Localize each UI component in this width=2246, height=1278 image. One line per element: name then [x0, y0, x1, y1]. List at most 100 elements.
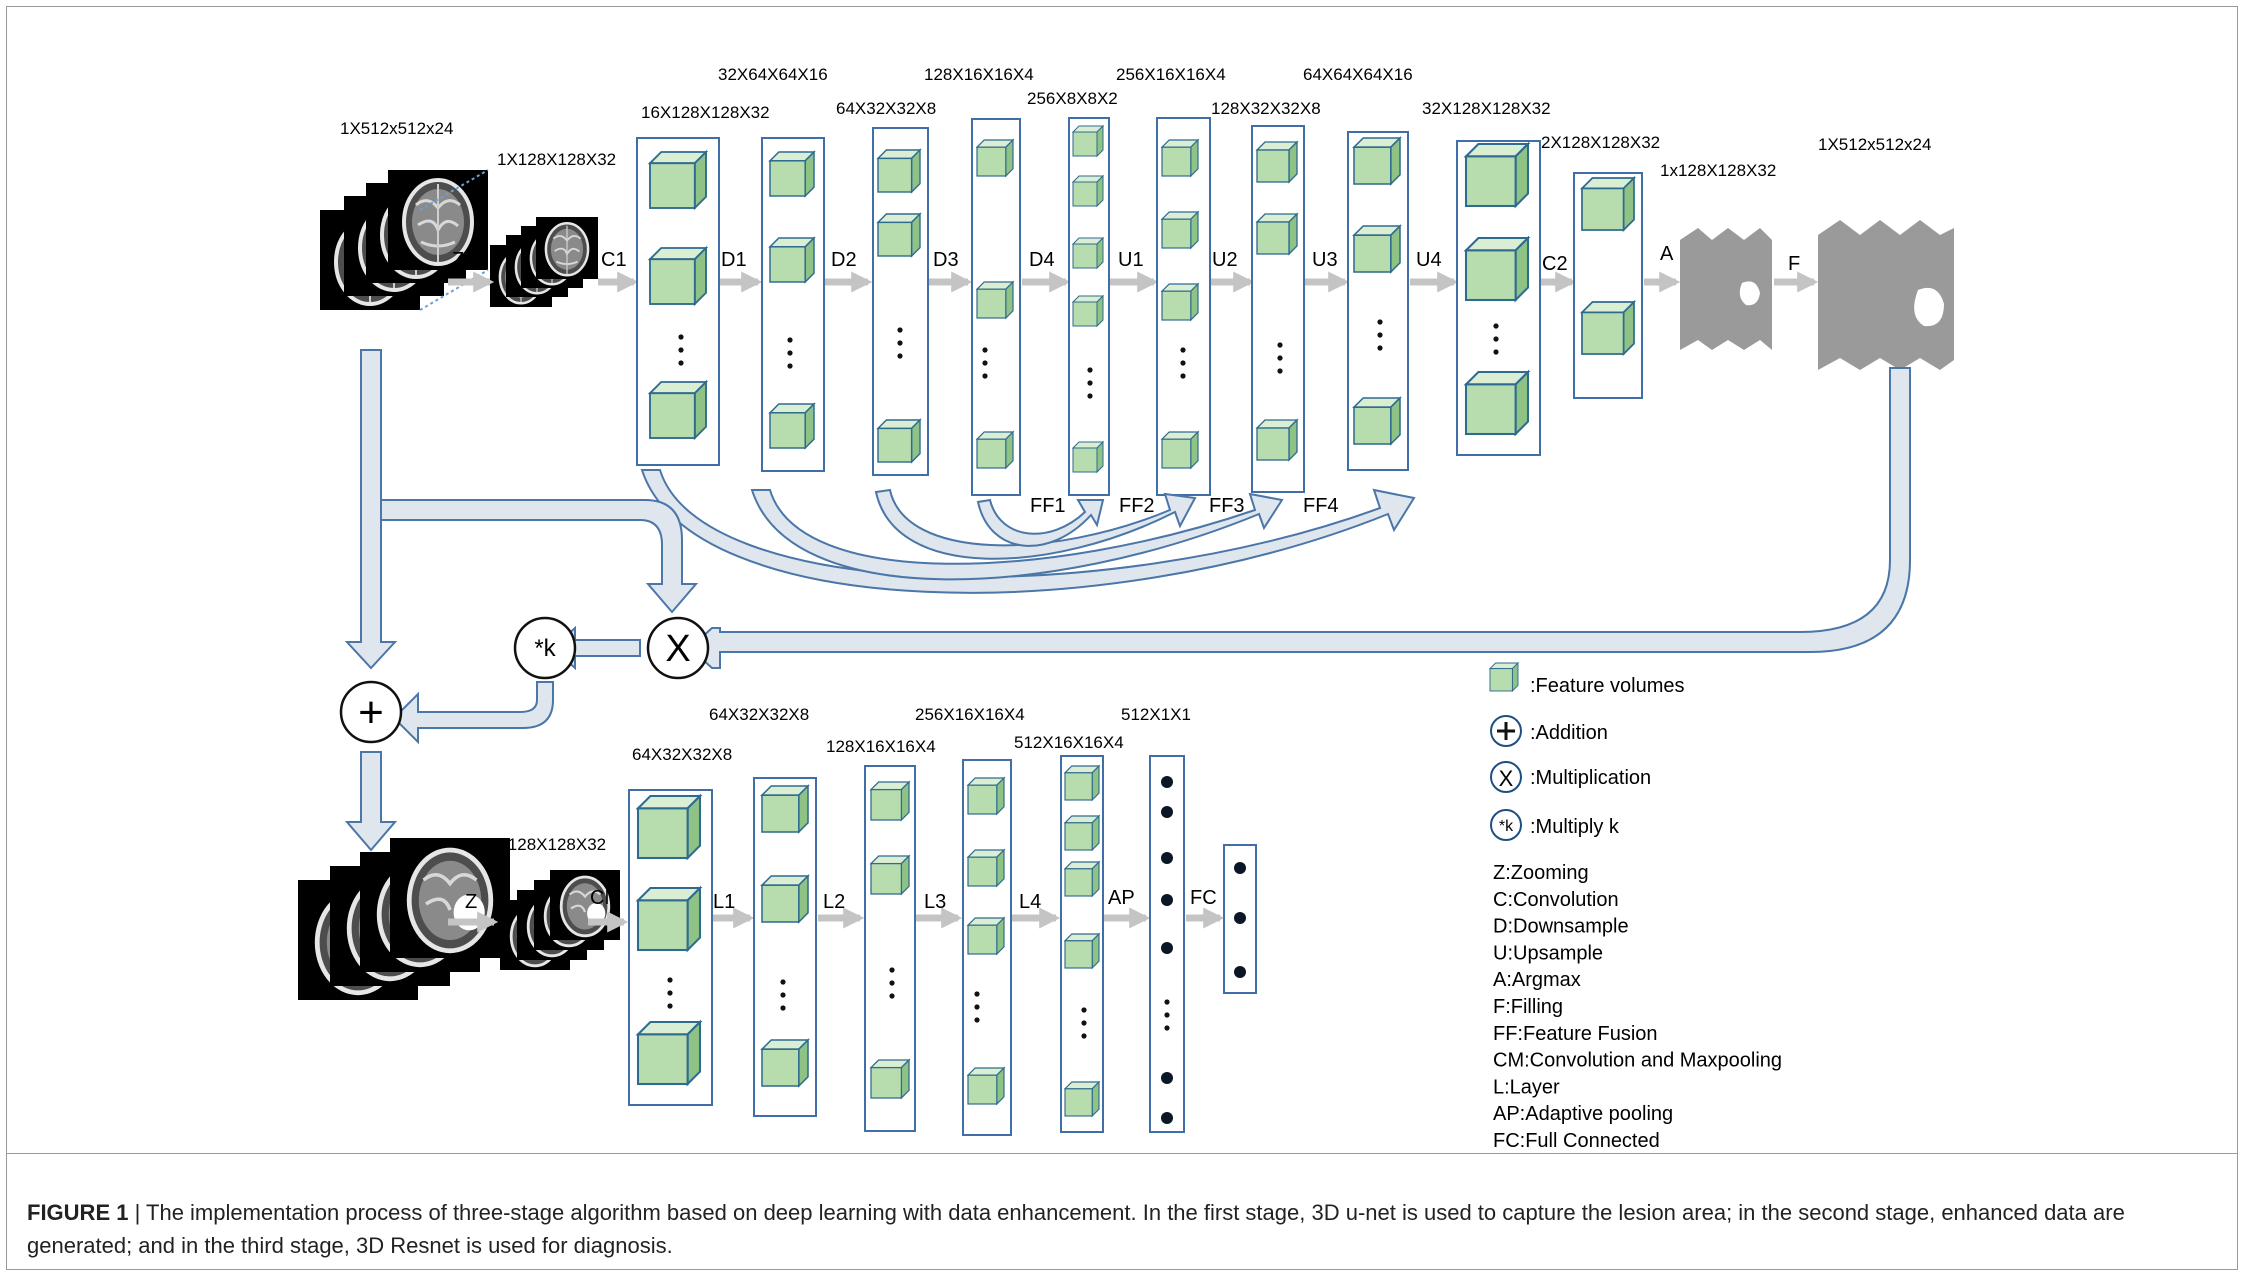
- input-mri-stack: [320, 169, 489, 311]
- input-dim-label: 1X512x512x24: [340, 119, 453, 138]
- resnet-block-6: [1149, 755, 1185, 1133]
- op-label-d3: D3: [933, 249, 959, 271]
- figure-label: FIGURE 1: [27, 1200, 129, 1225]
- unet-block-6-dim-label: 256X16X16X4: [1116, 65, 1226, 84]
- legend-feature-volume-icon: [1489, 662, 1519, 692]
- op-label-ap-s3: AP: [1108, 887, 1135, 909]
- fill-dim-label: 1X512x512x24: [1818, 135, 1931, 154]
- legend-abbrev-2: C:Convolution: [1493, 889, 1619, 911]
- op-label-d2: D2: [831, 249, 857, 271]
- filled-mask: [1818, 220, 1954, 370]
- unet-block-3: [872, 127, 929, 476]
- unet-block-1-dim-label: 16X128X128X32: [641, 103, 770, 122]
- multiply-k-symbol: *k: [534, 635, 556, 662]
- zoom-dim-label: 1X128X128X32: [497, 150, 616, 169]
- legend-multiply-k-label: :Multiply k: [1530, 816, 1620, 838]
- op-label-cm-s3: CM: [590, 887, 621, 909]
- unet-block-2-dim-label: 32X64X64X16: [718, 65, 828, 84]
- op-label-l1-s3: L1: [713, 891, 735, 913]
- op-label-u2: U2: [1212, 249, 1238, 271]
- resnet-block-1-dim-label: 64X32X32X8: [632, 745, 732, 764]
- legend-multiplication-label: :Multiplication: [1530, 767, 1651, 789]
- figure-caption: FIGURE 1 | The implementation process of…: [27, 1196, 2222, 1262]
- op-label-f: F: [1788, 253, 1800, 275]
- resnet-block-3-dim-label: 128X16X16X4: [826, 737, 936, 756]
- op-label-l4-s3: L4: [1019, 891, 1041, 913]
- ff2-label: FF2: [1119, 495, 1155, 517]
- fc-output-block: [1223, 844, 1257, 994]
- figure-frame: [6, 6, 2238, 1270]
- caption-separator: |: [128, 1200, 147, 1225]
- routing-arrows: [344, 349, 1911, 852]
- op-label-u1: U1: [1118, 249, 1144, 271]
- multiplication-node: X: [646, 616, 710, 680]
- op-label-fc-s3: FC: [1190, 887, 1217, 909]
- unet-block-10: [1573, 172, 1643, 399]
- resnet-block-3: [864, 765, 916, 1132]
- resnet-block-2: [753, 777, 817, 1117]
- legend-abbrev-4: U:Upsample: [1493, 942, 1603, 964]
- op-label-a: A: [1660, 243, 1674, 265]
- unet-block-10-dim-label: 2X128X128X32: [1541, 133, 1660, 152]
- stage1-flow-arrows: Z C1 D1 D2 D3 D4 U1 U2 U3 U4 C2 A F: [448, 243, 1819, 293]
- legend-abbrev-3: D:Downsample: [1493, 916, 1629, 938]
- resnet-feature-blocks: 64X32X32X8 64X32X32X8 128X16X16X4 256X16X16…: [628, 705, 1257, 1136]
- resnet-block-5: [1060, 755, 1104, 1133]
- op-label-l2-s3: L2: [823, 891, 845, 913]
- unet-block-7-dim-label: 128X32X32X8: [1211, 99, 1321, 118]
- legend-abbrev-10: AP:Adaptive pooling: [1493, 1103, 1673, 1125]
- legend-multiply-k-icon: *k: [1490, 809, 1522, 841]
- resnet-block-4-dim-label: 256X16X16X4: [915, 705, 1025, 724]
- zoomed-mri-stack-1: [490, 217, 598, 307]
- feature-fusion-arrows: [640, 469, 1416, 594]
- unet-block-5-dim-label: 256X8X8X2: [1027, 89, 1118, 108]
- op-label-u3: U3: [1312, 249, 1338, 271]
- resnet-block-1: [628, 789, 713, 1106]
- unet-block-2: [761, 137, 825, 472]
- resnet-block-4: [962, 759, 1012, 1136]
- op-label-c2: C2: [1542, 253, 1568, 275]
- legend-abbrev-11: FC:Full Connected: [1493, 1130, 1660, 1152]
- op-label-z-s3: Z: [465, 891, 477, 913]
- unet-block-7: [1251, 125, 1305, 493]
- multiply-k-node: *k: [513, 616, 577, 680]
- addition-symbol: +: [358, 688, 384, 737]
- legend-feature-volumes-label: :Feature volumes: [1530, 675, 1685, 697]
- unet-block-4: [971, 118, 1021, 496]
- caption-divider: [6, 1153, 2238, 1154]
- unet-block-9-dim-label: 32X128X128X32: [1422, 99, 1551, 118]
- stage3-zoom-dim-label: 1X128X128X32: [487, 835, 606, 854]
- resnet-block-6-dim-label: 512X1X1: [1121, 705, 1191, 724]
- op-label-c1: C1: [601, 249, 627, 271]
- legend-abbreviations: Z:ZoomingC:ConvolutionD:DownsampleU:Upsa…: [1493, 862, 1782, 1152]
- op-label-d4: D4: [1029, 249, 1055, 271]
- unet-block-4-dim-label: 128X16X16X4: [924, 65, 1034, 84]
- legend: :Feature volumes :Addition X :Multiplica…: [1489, 662, 1782, 1152]
- op-label-z: Z: [452, 249, 464, 271]
- ff4-label: FF4: [1303, 495, 1339, 517]
- unet-feature-blocks: 16X128X128X3232X64X64X1664X32X32X8128X16…: [636, 65, 1660, 496]
- argmax-mask: [1680, 228, 1772, 350]
- ff3-label: FF3: [1209, 495, 1245, 517]
- caption-text: The implementation process of three-stag…: [27, 1200, 2125, 1258]
- resnet-block-2-dim-label: 64X32X32X8: [709, 705, 809, 724]
- unet-block-8-dim-label: 64X64X64X16: [1303, 65, 1413, 84]
- legend-abbrev-8: CM:Convolution and Maxpooling: [1493, 1050, 1782, 1072]
- legend-multiplication-icon: X: [1490, 761, 1522, 793]
- unet-block-8: [1347, 131, 1409, 471]
- op-label-u4: U4: [1416, 249, 1442, 271]
- addition-node: +: [339, 680, 403, 744]
- legend-abbrev-6: F:Filling: [1493, 996, 1563, 1018]
- argmax-dim-label: 1x128X128X32: [1660, 161, 1776, 180]
- legend-abbrev-5: A:Argmax: [1493, 969, 1581, 991]
- legend-abbrev-9: L:Layer: [1493, 1076, 1560, 1098]
- unet-block-1: [636, 137, 720, 466]
- legend-abbrev-1: Z:Zooming: [1493, 862, 1589, 884]
- multiplication-symbol: X: [665, 628, 690, 670]
- resnet-block-5-dim-label: 512X16X16X4: [1014, 733, 1124, 752]
- legend-abbrev-7: FF:Feature Fusion: [1493, 1023, 1658, 1045]
- op-label-d1: D1: [721, 249, 747, 271]
- legend-addition-label: :Addition: [1530, 722, 1608, 744]
- op-label-l3-s3: L3: [924, 891, 946, 913]
